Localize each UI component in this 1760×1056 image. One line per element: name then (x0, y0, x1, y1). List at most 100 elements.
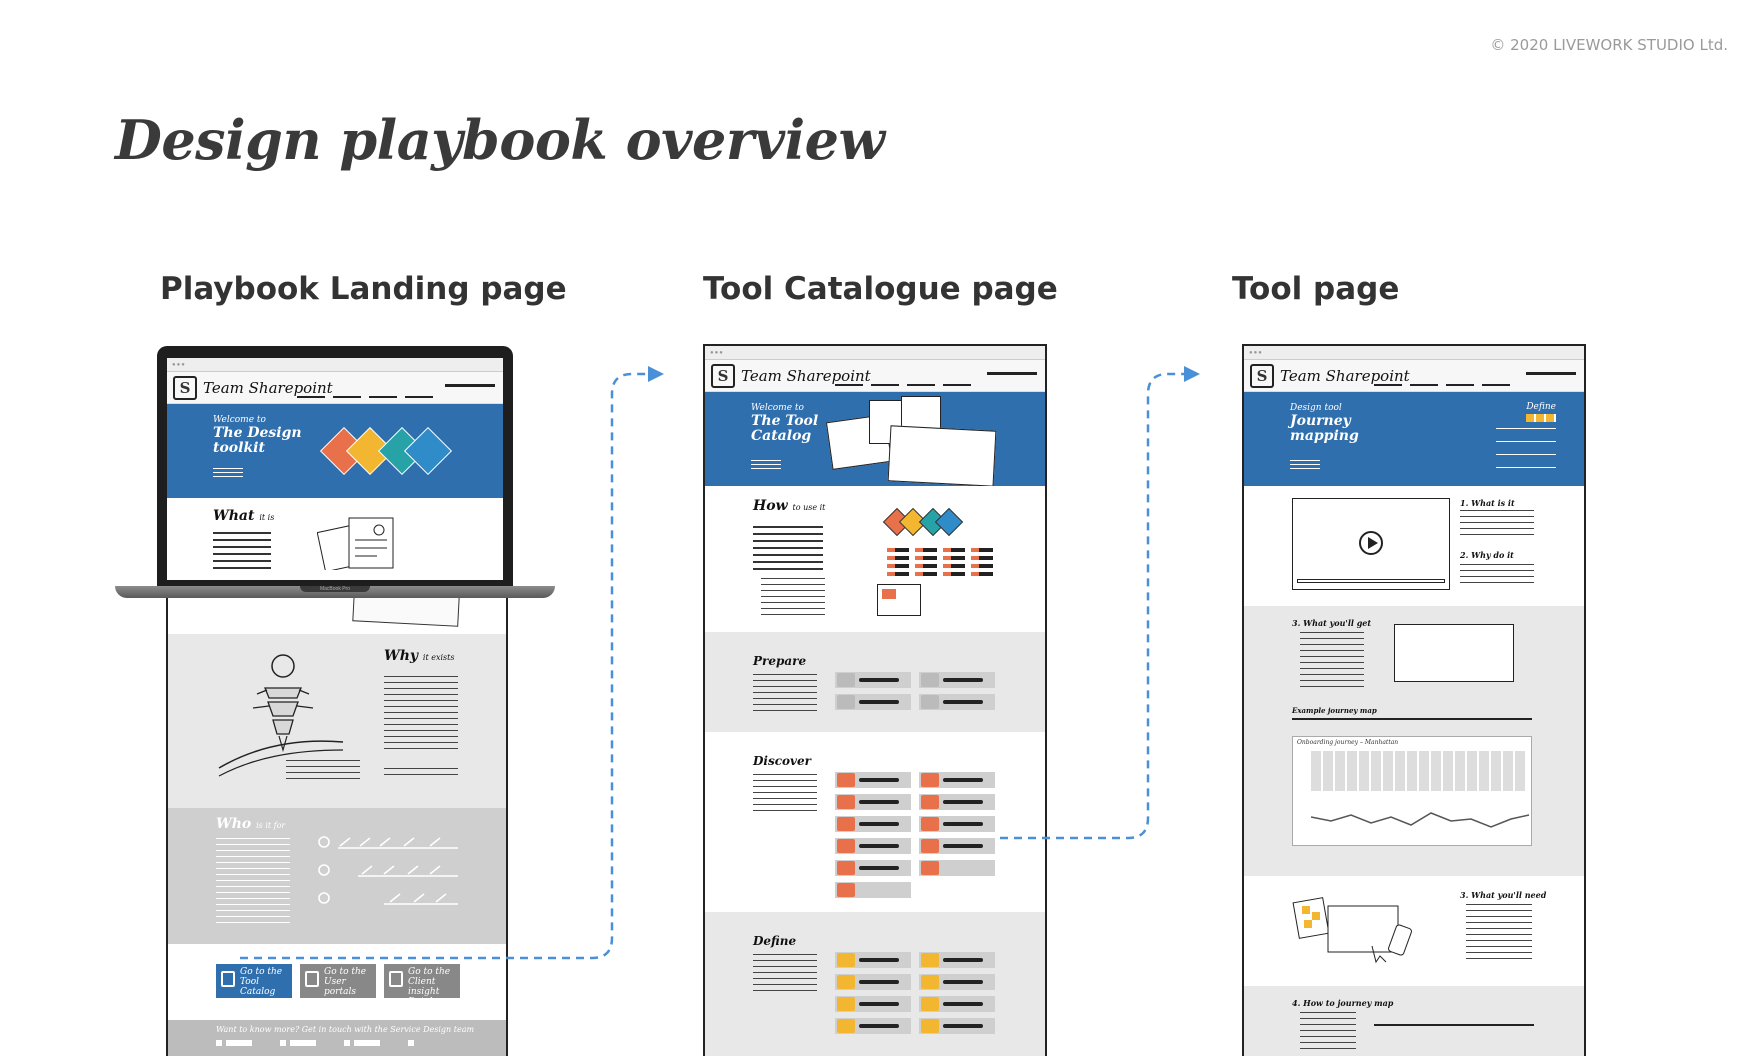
how-sub: to use it (792, 503, 826, 512)
hero-small: Welcome to (213, 415, 266, 425)
hero-lines (751, 460, 781, 470)
what-sub: it is (259, 513, 275, 522)
brand-name: Team Sharepoint (203, 379, 333, 397)
tool-hero: Design tool Journey mapping Define (1244, 392, 1584, 486)
hero-small: Design tool (1290, 403, 1342, 413)
hero-small: Welcome to (751, 403, 804, 413)
nav-bar[interactable] (835, 384, 975, 386)
prepare-tool-1[interactable] (835, 672, 911, 688)
what-get-label: 3. What you'll get (1292, 618, 1372, 628)
why-text-lines (384, 676, 458, 754)
discover-tool-5[interactable] (835, 816, 911, 832)
hero-line-1: The Tool (751, 412, 819, 429)
video-section: 1. What is it 2. Why do it (1244, 486, 1584, 606)
who-sub: is it for (256, 821, 286, 830)
nav-bar[interactable] (1374, 384, 1514, 386)
what-is-text (1460, 510, 1534, 540)
what-text-lines (213, 532, 271, 572)
laptop-screen: ●●● S Team Sharepoint Welcome to The Des… (167, 358, 503, 580)
catalogue-hero: Welcome to The Tool Catalog Journey map (705, 392, 1045, 487)
user-portals-button[interactable]: Go to the User portals (300, 964, 376, 998)
tool-page-mockup: ●●● S Team Sharepoint Design tool Journe… (1242, 344, 1586, 1056)
discover-tool-10[interactable] (919, 860, 995, 876)
what-section: What it is (167, 498, 503, 580)
arrowhead-1 (648, 366, 664, 382)
discover-tool-4[interactable] (919, 794, 995, 810)
define-diamonds (1526, 414, 1556, 422)
example-label: Example journey map (1292, 706, 1377, 715)
landing-hero: Welcome to The Design toolkit (167, 404, 503, 498)
define-tool-1[interactable] (835, 952, 911, 968)
get-section: 3. What you'll get Example journey map O… (1244, 606, 1584, 876)
sharepoint-logo-icon: S (173, 376, 197, 400)
prepare-heading: Prepare (753, 654, 807, 668)
brand-name: Team Sharepoint (1280, 367, 1410, 385)
example-line (1292, 718, 1532, 720)
hero-line-1: The Design (213, 424, 302, 441)
tree-illustration (218, 654, 344, 777)
sharepoint-logo-icon: S (711, 364, 735, 388)
discover-text (753, 774, 817, 814)
prepare-tool-4[interactable] (919, 694, 995, 710)
why-caption-lines-2 (384, 768, 458, 778)
why-sub: it exists (422, 653, 455, 662)
define-text (753, 954, 817, 994)
define-tool-7[interactable] (835, 1018, 911, 1034)
step-card (877, 584, 921, 616)
discover-tool-9[interactable] (835, 860, 911, 876)
prepare-tool-3[interactable] (835, 694, 911, 710)
concept-sketch (317, 517, 394, 570)
why-caption-lines (286, 760, 360, 782)
nav-bar[interactable] (297, 396, 433, 398)
video-player[interactable] (1292, 498, 1450, 590)
buttons-section: Go to the Tool Catalog Go to the User po… (168, 944, 506, 1020)
database-icon (389, 971, 403, 987)
client-insight-button[interactable]: Go to the Client insight Database (384, 964, 460, 1007)
discover-tool-6[interactable] (919, 816, 995, 832)
what-heading: What (213, 508, 255, 524)
who-text-lines (216, 838, 290, 928)
video-progress[interactable] (1297, 579, 1445, 583)
hero-lines (213, 468, 243, 478)
copyright: © 2020 LIVEWORK STUDIO Ltd. (1490, 36, 1728, 54)
hero-line-2: mapping (1290, 428, 1359, 445)
howto-text (1300, 1012, 1356, 1052)
search-icon[interactable] (1526, 372, 1576, 375)
search-icon[interactable] (987, 372, 1037, 375)
define-tool-4[interactable] (919, 974, 995, 990)
arrowhead-2 (1184, 366, 1200, 382)
why-do-text (1460, 564, 1534, 588)
define-section: Define (705, 912, 1045, 1056)
discover-tool-11[interactable] (835, 882, 911, 898)
footer-contacts (216, 1040, 416, 1046)
why-heading: Why (384, 648, 419, 664)
define-tool-8[interactable] (919, 1018, 995, 1034)
discover-tool-1[interactable] (835, 772, 911, 788)
discover-tool-3[interactable] (835, 794, 911, 810)
tool-icon (221, 971, 235, 987)
play-icon[interactable] (1359, 531, 1383, 555)
how-section: How to use it (705, 486, 1045, 632)
howto-section: 4. How to journey map (1244, 986, 1584, 1056)
define-tool-6[interactable] (919, 996, 995, 1012)
discover-tool-8[interactable] (919, 838, 995, 854)
define-tool-3[interactable] (835, 974, 911, 990)
define-tool-5[interactable] (835, 996, 911, 1012)
discover-tool-7[interactable] (835, 838, 911, 854)
what-is-label: 1. What is it (1460, 498, 1515, 508)
prepare-tool-2[interactable] (919, 672, 995, 688)
discover-tool-2[interactable] (919, 772, 995, 788)
hero-line-2: toolkit (213, 440, 265, 457)
meta-list (1496, 428, 1556, 478)
journey-sketch (1394, 624, 1514, 682)
hero-lines (1290, 460, 1320, 470)
arrow-landing-to-catalogue (240, 372, 648, 960)
define-tool-2[interactable] (919, 952, 995, 968)
hero-line-1: Journey (1290, 412, 1351, 429)
tool-catalog-button[interactable]: Go to the Tool Catalog (216, 964, 292, 998)
laptop-label: MacBook Pro (300, 586, 370, 592)
journey-chart: Onboarding journey – Manhattan (1292, 736, 1532, 846)
search-icon[interactable] (445, 384, 495, 387)
journey-line (1311, 812, 1530, 828)
discover-section: Discover (705, 732, 1045, 912)
